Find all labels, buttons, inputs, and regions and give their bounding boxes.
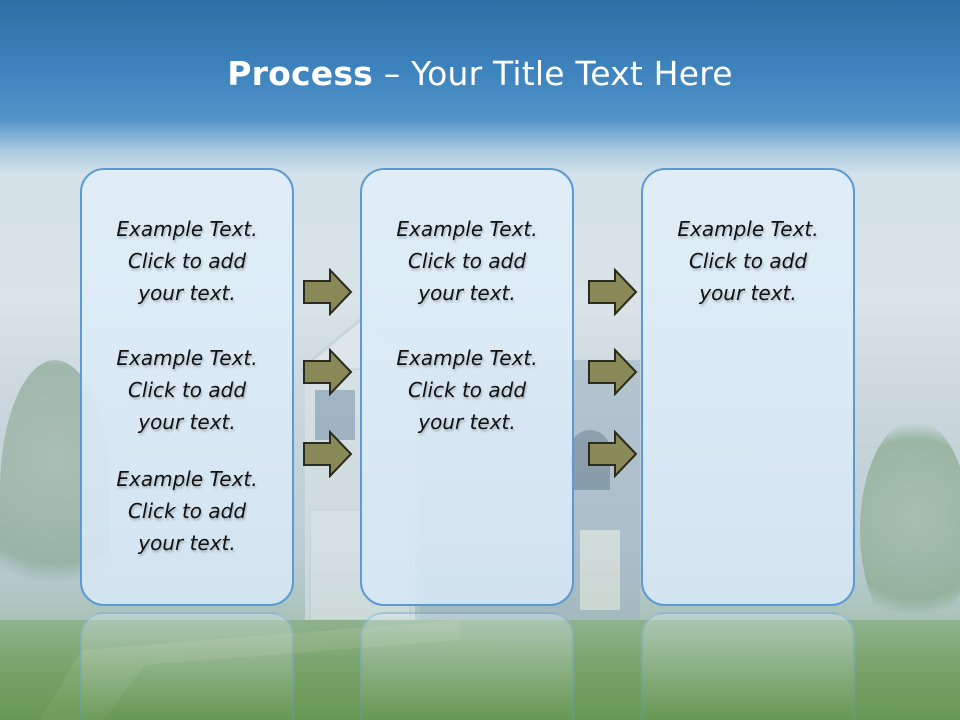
text-line: Click to add [127, 499, 247, 523]
panel-1-text-2[interactable]: Example Text. Click to add your text. [82, 342, 292, 438]
text-line: your text. [138, 531, 236, 555]
right-arrow-icon[interactable] [587, 348, 639, 396]
panel-1-text-3[interactable]: Example Text. Click to add your text. [82, 463, 292, 559]
text-line: Click to add [407, 249, 527, 273]
text-line: Click to add [127, 378, 247, 402]
text-line: your text. [418, 410, 516, 434]
text-line: Example Text. [396, 217, 538, 241]
text-line: your text. [699, 281, 797, 305]
text-line: your text. [418, 281, 516, 305]
right-arrow-icon[interactable] [587, 430, 639, 478]
text-line: Example Text. [116, 217, 258, 241]
text-line: Example Text. [116, 467, 258, 491]
right-arrow-icon[interactable] [302, 430, 354, 478]
text-line: Example Text. [677, 217, 819, 241]
panel-2-text-1[interactable]: Example Text. Click to add your text. [362, 213, 572, 309]
panel-1-reflection [80, 612, 294, 720]
right-arrow-icon[interactable] [302, 268, 354, 316]
text-line: Click to add [688, 249, 808, 273]
text-line: your text. [138, 281, 236, 305]
title-bold: Process [227, 54, 374, 93]
process-panel-1[interactable]: Example Text. Click to add your text. Ex… [80, 168, 294, 606]
text-line: Example Text. [116, 346, 258, 370]
panel-2-text-2[interactable]: Example Text. Click to add your text. [362, 342, 572, 438]
process-panel-3[interactable]: Example Text. Click to add your text. [641, 168, 855, 606]
title-rest: – Your Title Text Here [373, 54, 733, 93]
right-arrow-icon[interactable] [302, 348, 354, 396]
text-line: Click to add [407, 378, 527, 402]
text-line: Example Text. [396, 346, 538, 370]
text-line: your text. [138, 410, 236, 434]
background-trees-right [860, 420, 960, 640]
text-line: Click to add [127, 249, 247, 273]
background-lawn [0, 620, 960, 720]
panel-3-text-1[interactable]: Example Text. Click to add your text. [643, 213, 853, 309]
right-arrow-icon[interactable] [587, 268, 639, 316]
slide-title[interactable]: Process – Your Title Text Here [0, 54, 960, 93]
process-panel-2[interactable]: Example Text. Click to add your text. Ex… [360, 168, 574, 606]
panel-2-reflection [360, 612, 574, 720]
panel-3-reflection [641, 612, 855, 720]
panel-1-text-1[interactable]: Example Text. Click to add your text. [82, 213, 292, 309]
